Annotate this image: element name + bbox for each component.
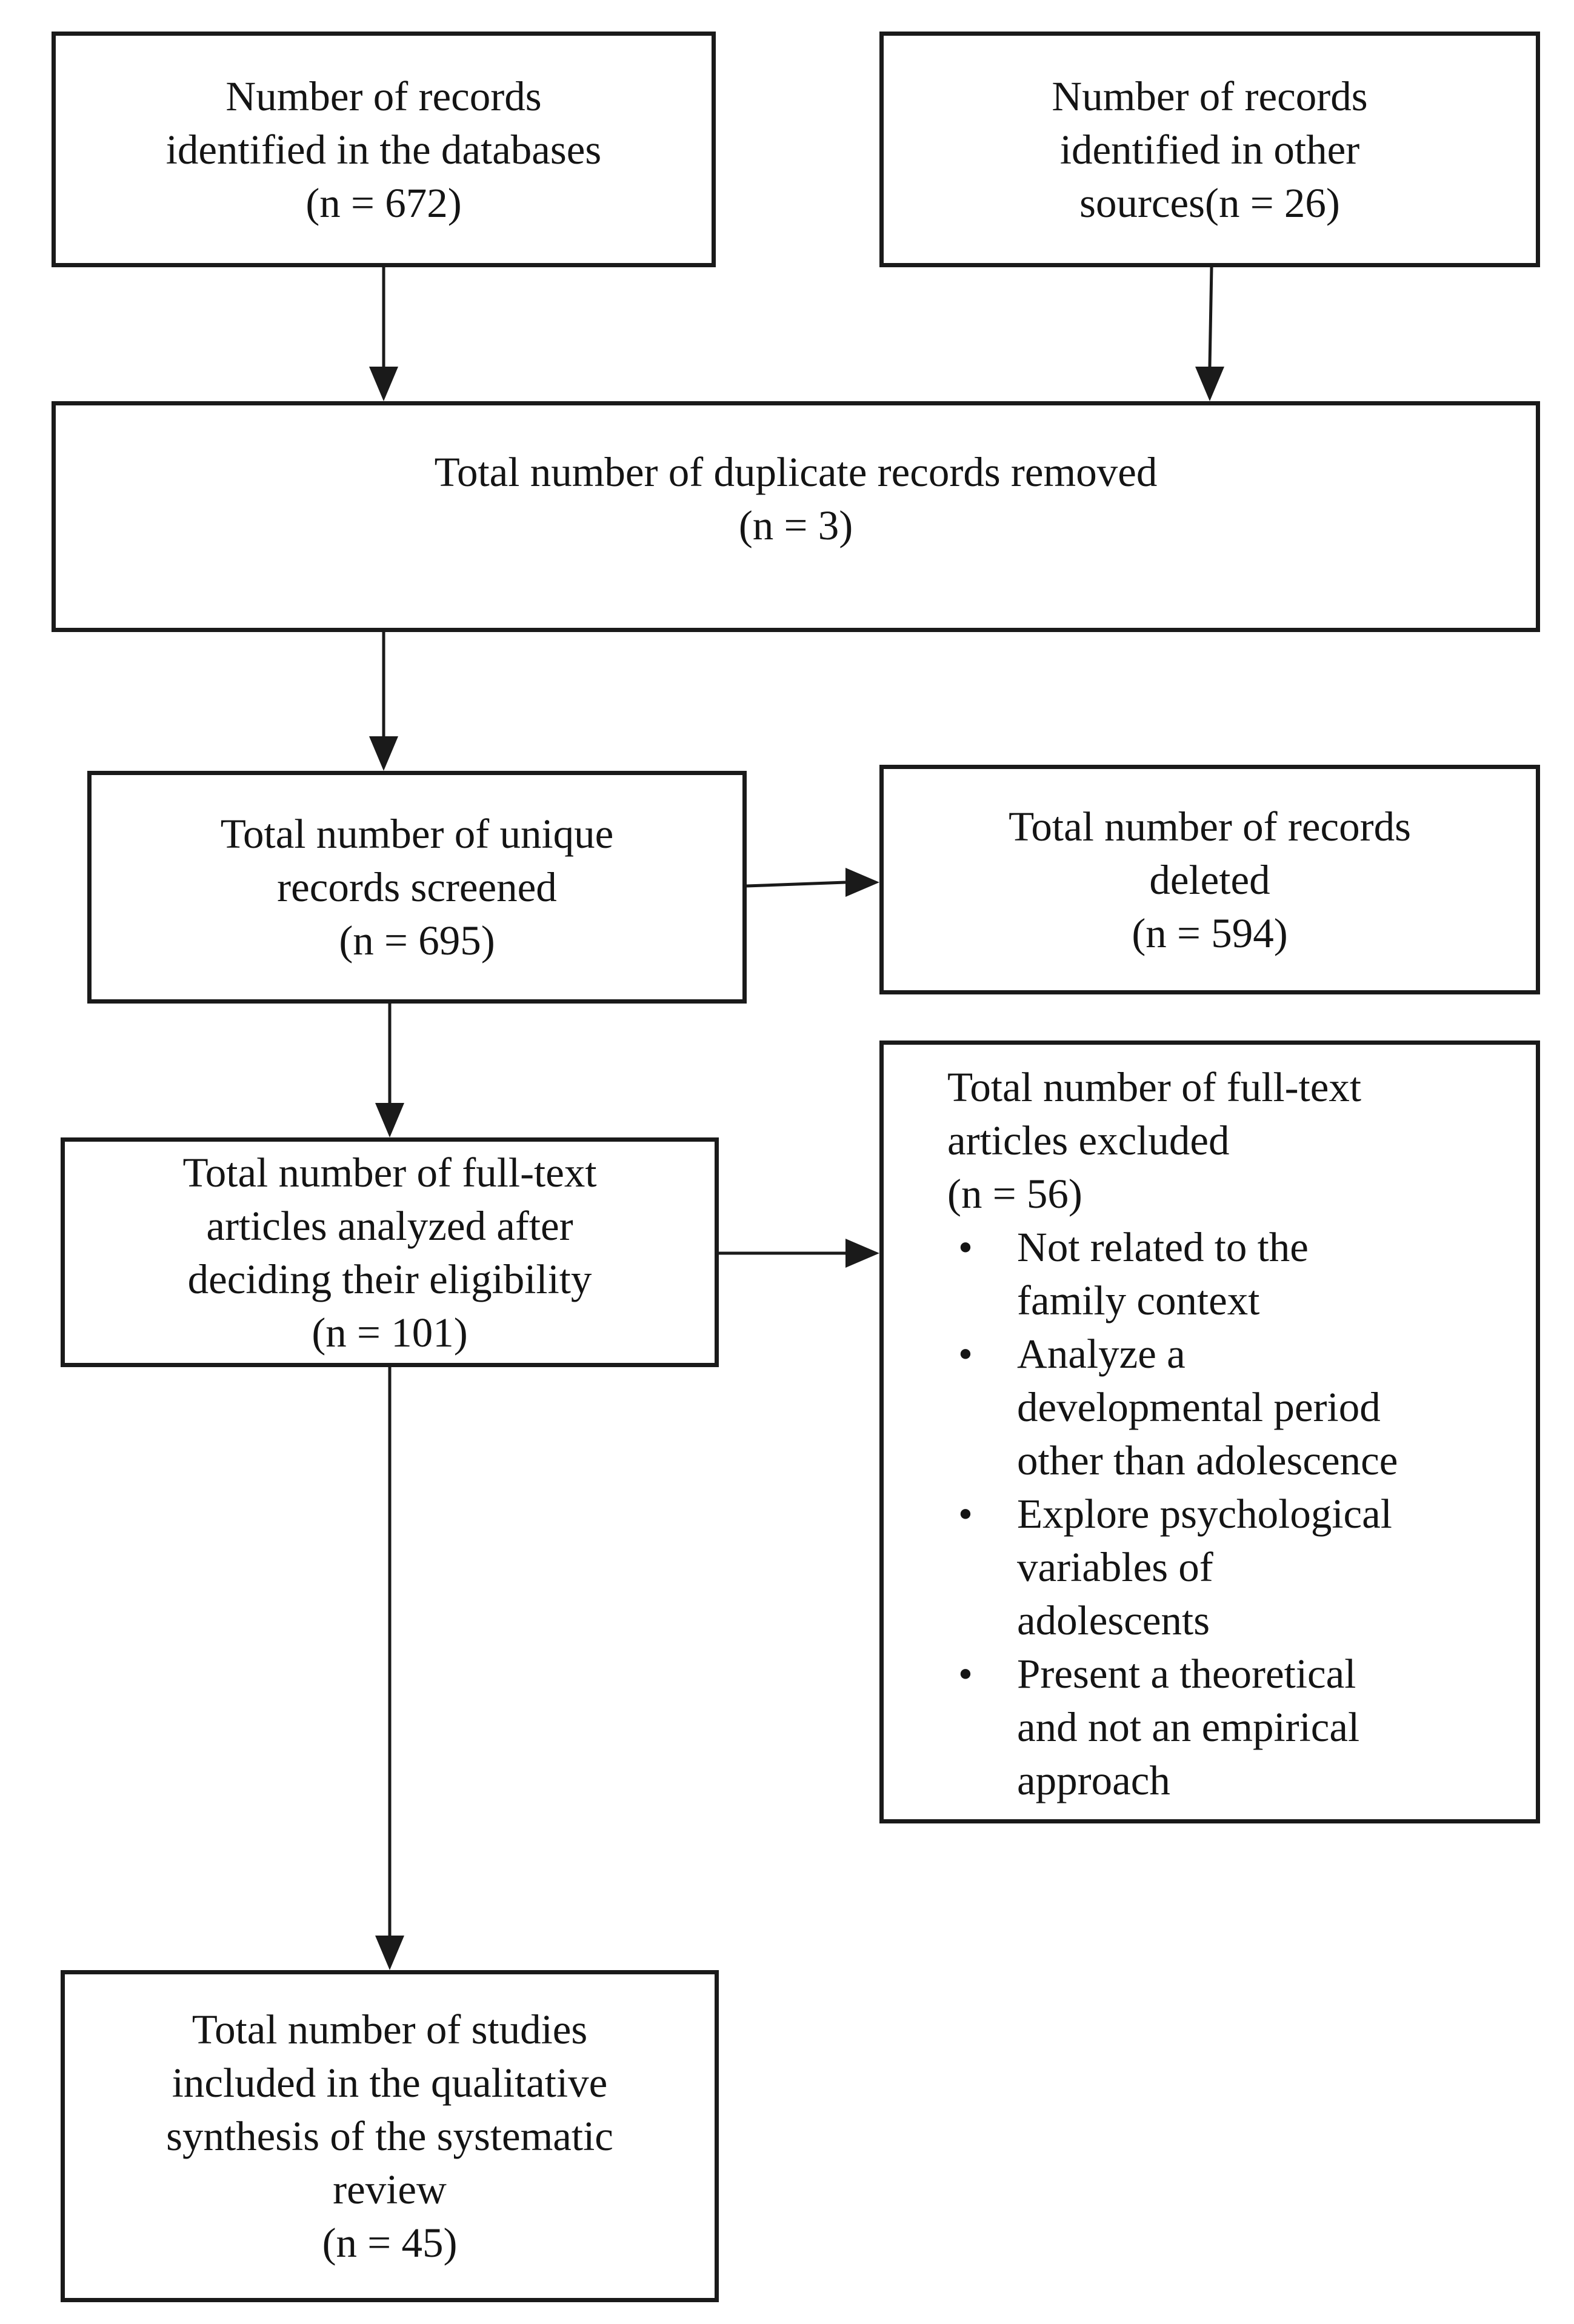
box-line: review <box>333 2166 447 2212</box>
box-line: adolescents <box>1017 1597 1210 1643</box>
box-line: variables of <box>1017 1544 1213 1590</box>
box-line: Explore psychological <box>1017 1491 1392 1537</box>
bullet-icon: • <box>958 1491 973 1537</box>
box-line: Total number of studies <box>192 2006 588 2053</box>
box-line: deciding their eligibility <box>187 1256 592 1302</box>
bullet-icon: • <box>958 1651 973 1697</box>
box-line: approach <box>1017 1757 1170 1803</box>
box-line: Present a theoretical <box>1017 1651 1356 1697</box>
box-line: Number of records <box>1052 73 1368 119</box>
box-line: synthesis of the systematic <box>166 2113 613 2159</box>
exclusion-reason-item: • Analyze a developmental period other t… <box>947 1327 1512 1487</box>
box-records-databases: Number of records identified in the data… <box>52 32 716 267</box>
box-line: Total number of records <box>1009 803 1411 850</box>
box-full-text-analyzed: Total number of full-text articles analy… <box>61 1137 719 1367</box>
box-full-text-excluded: Total number of full-text articles exclu… <box>879 1040 1540 1823</box>
box-line: articles analyzed after <box>206 1202 573 1249</box>
box-line: (n = 56) <box>947 1171 1082 1217</box>
box-line: (n = 3) <box>738 502 853 548</box>
box-studies-included: Total number of studies included in the … <box>61 1970 719 2302</box>
exclusion-reasons-list: • Not related to the family context • An… <box>947 1220 1512 1807</box>
box-line: records screened <box>277 864 557 910</box>
bullet-icon: • <box>958 1331 973 1377</box>
box-records-deleted: Total number of records deleted (n = 594… <box>879 765 1540 994</box>
box-line: Not related to the <box>1017 1224 1309 1270</box>
arrowhead-icon <box>369 736 398 771</box>
box-line: Total number of full-text <box>947 1064 1362 1110</box>
arrow-screened-to-deleted <box>746 881 846 888</box>
box-line: deleted <box>1149 856 1270 903</box>
box-line: identified in other <box>1059 126 1360 173</box>
box-line: (n = 45) <box>322 2220 458 2266</box>
exclusion-reason-item: • Present a theoretical and not an empir… <box>947 1647 1512 1807</box>
exclusion-reason-item: • Explore psychological variables of ado… <box>947 1487 1512 1647</box>
box-line: Total number of duplicate records remove… <box>434 448 1158 495</box>
arrowhead-icon <box>369 367 398 401</box>
box-line: Number of records <box>225 73 542 119</box>
bullet-icon: • <box>958 1224 973 1270</box>
box-line: developmental period <box>1017 1384 1381 1430</box>
box-line: other than adolescence <box>1017 1437 1398 1483</box>
box-line: (n = 594) <box>1132 910 1288 956</box>
box-line: identified in the databases <box>165 126 602 173</box>
box-line: included in the qualitative <box>172 2060 608 2106</box>
box-line: Analyze a <box>1017 1331 1186 1377</box>
arrowhead-icon <box>845 868 879 897</box>
box-records-screened: Total number of unique records screened … <box>87 771 747 1004</box>
arrowhead-icon <box>375 1936 404 1970</box>
arrowhead-icon <box>845 1239 879 1268</box>
box-line: Total number of unique <box>220 811 614 857</box>
box-line: (n = 695) <box>339 917 495 964</box>
arrowhead-icon <box>1195 367 1224 401</box>
box-line: and not an empirical <box>1017 1704 1360 1750</box>
box-line: Total number of full-text <box>182 1149 597 1196</box>
arrowhead-icon <box>375 1103 404 1137</box>
exclusion-reason-item: • Not related to the family context <box>947 1220 1512 1327</box>
box-line: (n = 672) <box>305 179 462 226</box>
box-duplicates-removed: Total number of duplicate records remove… <box>52 401 1540 632</box>
box-line: family context <box>1017 1277 1260 1323</box>
arrow-other-sources-to-duplicates <box>1208 267 1213 367</box>
box-records-other-sources: Number of records identified in other so… <box>879 32 1540 267</box>
box-line: (n = 101) <box>312 1309 468 1356</box>
box-line: articles excluded <box>947 1117 1230 1164</box>
box-line: sources(n = 26) <box>1079 179 1340 226</box>
